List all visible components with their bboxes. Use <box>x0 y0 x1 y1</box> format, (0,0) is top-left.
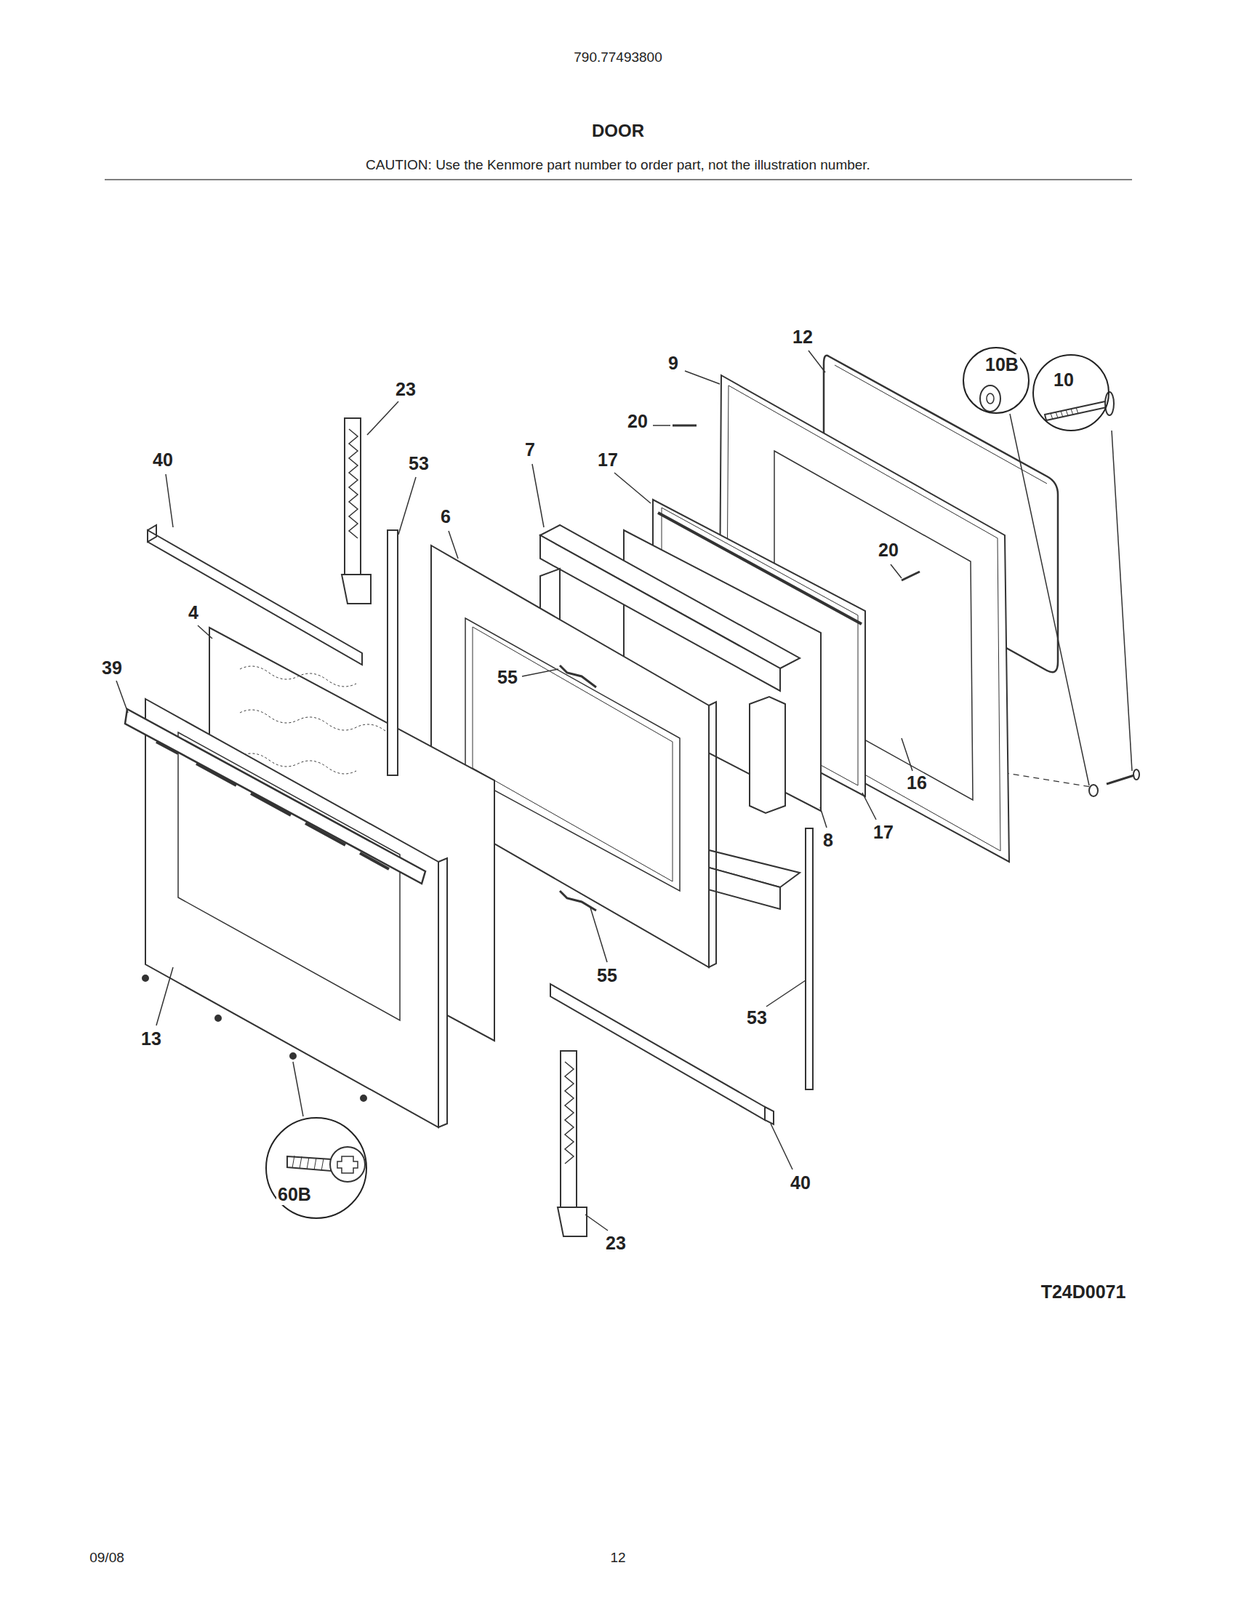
page-number: 12 <box>610 1550 626 1566</box>
callout-number: 40 <box>790 1172 811 1194</box>
callout-number: 16 <box>906 772 927 794</box>
callout-number: 39 <box>101 657 123 679</box>
page-date: 09/08 <box>89 1550 125 1566</box>
callout-number: 12 <box>792 327 813 348</box>
page-title: DOOR <box>591 121 645 141</box>
model-number: 790.77493800 <box>573 50 663 66</box>
callout-number: 4 <box>188 602 199 624</box>
detail-circle: 10 <box>1032 354 1110 432</box>
callout-number: 23 <box>605 1233 626 1254</box>
callout-number: 17 <box>873 822 894 843</box>
callout-number: 10 <box>1052 369 1076 391</box>
callout-number: 13 <box>141 1028 162 1050</box>
callout-number: 55 <box>596 965 618 986</box>
callout-number: 23 <box>395 379 416 400</box>
callout-number: 6 <box>440 506 451 528</box>
callout-number: 60B <box>276 1183 313 1205</box>
callout-number: 40 <box>152 450 174 471</box>
callout-number: 55 <box>497 667 518 688</box>
callout-number: 9 <box>668 353 679 374</box>
callout-number: 20 <box>627 411 648 432</box>
callout-number: 53 <box>746 1007 768 1029</box>
callout-number: 7 <box>524 439 536 461</box>
callout-number: 10B <box>983 354 1021 376</box>
detail-circle: 10B <box>962 346 1030 414</box>
detail-circle: 60B <box>265 1116 368 1219</box>
drawing-code: T24D0071 <box>1041 1281 1127 1303</box>
caution-note: CAUTION: Use the Kenmore part number to … <box>365 157 871 174</box>
callout-number: 17 <box>597 450 618 471</box>
callout-number: 20 <box>878 540 899 561</box>
callout-number: 8 <box>823 830 834 851</box>
callout-number: 53 <box>408 453 429 475</box>
